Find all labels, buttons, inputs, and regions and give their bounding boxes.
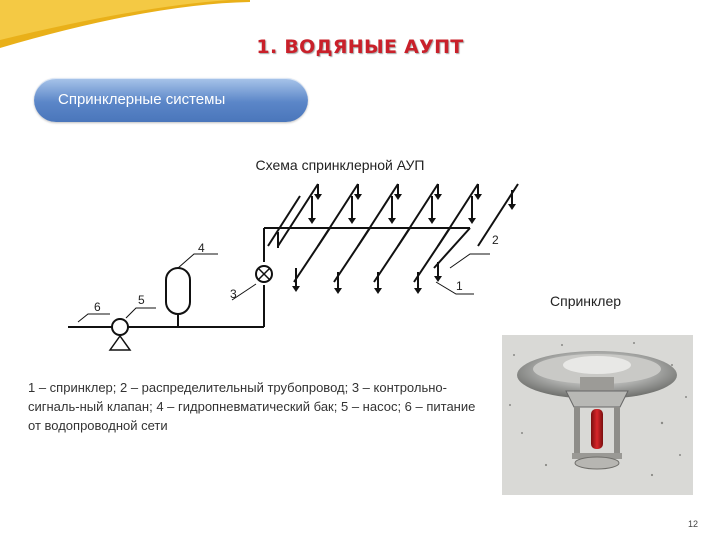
corner-decoration [0, 0, 250, 48]
label-3: 3 [230, 287, 237, 301]
legend-text: 1 – спринклер; 2 – распределительный тру… [28, 380, 476, 433]
page-title: 1. ВОДЯНЫЕ АУПТ [256, 36, 464, 58]
sprinkler-photo [502, 335, 693, 495]
sprinkler-title: Спринклер [550, 293, 622, 309]
label-2: 2 [492, 233, 499, 247]
diagram-title: Схема спринклерной АУП [255, 157, 425, 173]
sprinkler-scheme-diagram: 2 1 3 4 5 6 [68, 183, 519, 351]
label-4: 4 [198, 241, 205, 255]
label-1: 1 [456, 279, 463, 293]
section-button[interactable]: Спринклерные системы [34, 78, 308, 122]
label-6: 6 [94, 300, 101, 314]
label-5: 5 [138, 293, 145, 307]
page-number: 12 [688, 519, 699, 529]
